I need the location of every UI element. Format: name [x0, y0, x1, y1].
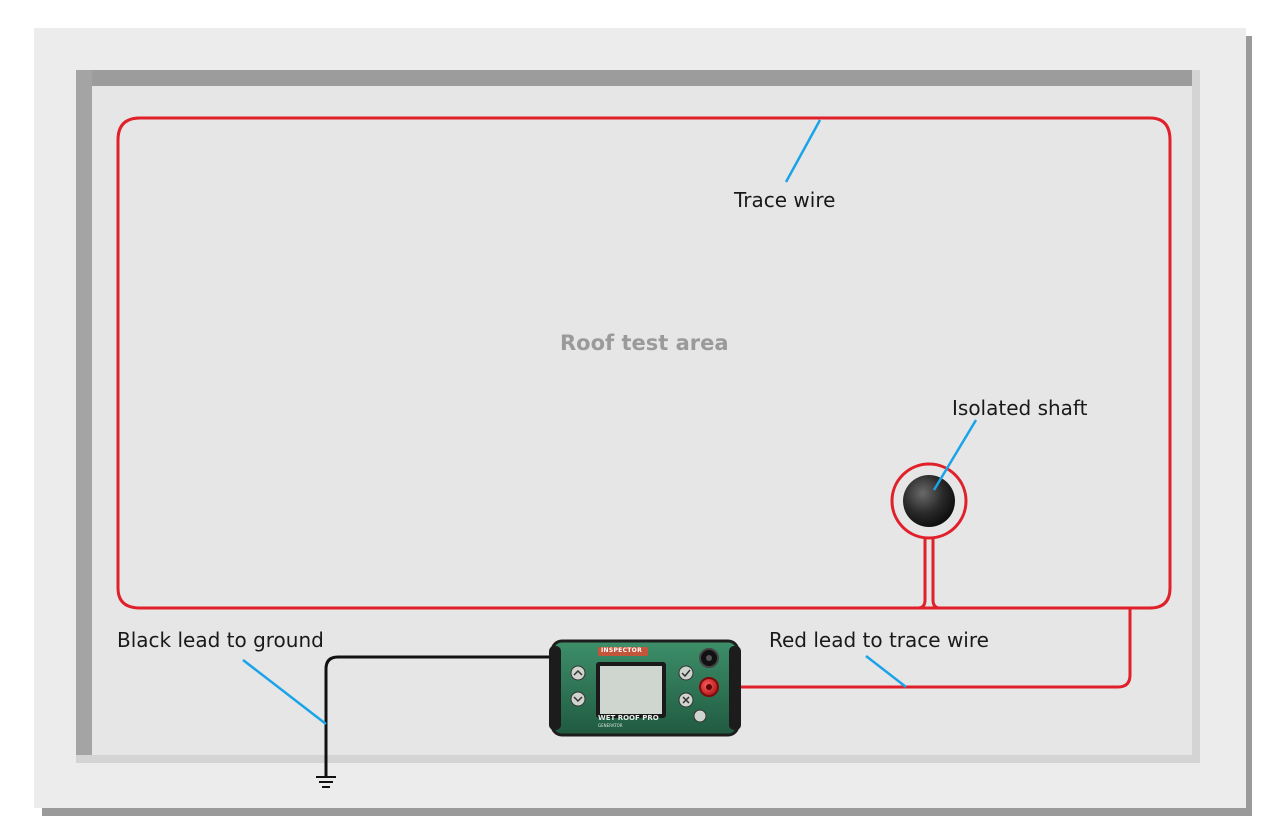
roof-parapet-top: [76, 70, 1200, 86]
chevron-down-icon[interactable]: [570, 691, 586, 707]
isolated-shaft-label: Isolated shaft: [952, 396, 1088, 420]
red-lead-label: Red lead to trace wire: [769, 628, 989, 652]
callout-trace-wire: [784, 119, 822, 183]
red-terminal-hole: [706, 684, 712, 690]
callout-black-lead: [242, 659, 327, 725]
shaft-wire-loop: [890, 462, 968, 540]
device-bumper-left: [549, 646, 561, 730]
roof-parapet-right: [1192, 70, 1200, 763]
black-lead-label: Black lead to ground: [117, 628, 324, 652]
roof-parapet-left: [76, 70, 92, 763]
device-screen: [600, 666, 662, 714]
isolated-shaft: [903, 475, 955, 527]
device-brand-plate: [598, 647, 648, 656]
black-lead: [324, 655, 708, 776]
check-icon[interactable]: [678, 665, 694, 681]
black-terminal-hole: [706, 655, 712, 661]
ground-symbol-icon: [316, 776, 336, 788]
callout-lines: [242, 119, 978, 725]
device-brand: INSPECTOR: [601, 647, 642, 654]
power-icon[interactable]: [693, 709, 707, 723]
shaft-wire-link: [917, 538, 941, 610]
trace-wire: [116, 116, 1172, 610]
red-lead: [712, 608, 1132, 689]
callout-isolated-shaft: [932, 419, 978, 491]
generator-device: [549, 639, 741, 737]
device-bumper-right: [729, 646, 741, 730]
roof-parapet-bottom: [76, 755, 1200, 763]
chevron-up-icon[interactable]: [570, 665, 586, 681]
device-subtitle: GENERATOR: [598, 723, 623, 728]
callout-red-lead: [865, 655, 907, 688]
device-model: WET ROOF PRO: [598, 714, 659, 722]
trace-wire-label: Trace wire: [734, 188, 836, 212]
roof-area-label: Roof test area: [560, 331, 729, 355]
